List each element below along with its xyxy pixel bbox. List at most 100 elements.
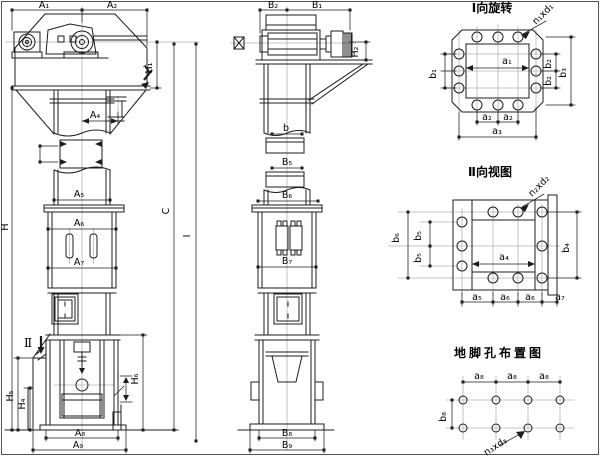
flange-outline (451, 29, 544, 113)
view-ii: Ⅱ向视图 n₂xd₂ a₄ b₆ b₅ b₅ b₄ a₅ a₆ a₆ a₇ (388, 164, 582, 307)
anchor-ticks-arrows (450, 380, 562, 439)
dim-label-a4: a₄ (499, 252, 509, 263)
dim-label-h5: H₅ (5, 390, 16, 401)
view-i-title: Ⅰ向旋转 (472, 0, 512, 15)
dim-label-a9-cap: A₉ (73, 440, 83, 451)
dim-label-a5: a₅ (472, 292, 482, 303)
dim-label-b5-cap: B₅ (282, 157, 293, 168)
front-dimension-ticks (10, 8, 198, 452)
anchor-hole (555, 423, 565, 433)
dim-label-b8-cap: B₈ (282, 428, 293, 439)
bolt-hole (487, 206, 499, 218)
front-view: Ⅰ Ⅱ A₁ A₂ A₄ A₅ A₆ A₇ A₈ A₉ H H₁ H₅ H₄ H… (0, 0, 199, 454)
dim-label-a2: a₂ (503, 112, 513, 123)
anchor-holes (458, 395, 565, 433)
bolt-note-n1xd1: n₁xd₁ (530, 1, 556, 27)
dim-label-a6-cap: A₆ (74, 218, 84, 229)
dim-label-i: I (182, 235, 193, 238)
anchor-hole (491, 423, 501, 433)
drive-pulley-circle (79, 39, 85, 45)
view-ii-marker-label: Ⅱ (24, 336, 32, 350)
side-casing-linework (251, 63, 323, 336)
side-dimension-lines (249, 9, 371, 454)
motor-shaft-circle (22, 37, 32, 47)
bolt-hole (471, 31, 483, 43)
dim-label-h2: H₂ (350, 46, 361, 57)
dim-label-a8: a₈ (539, 371, 549, 382)
dim-label-h: H (0, 223, 11, 230)
view-i-rotated: Ⅰ向旋转 n₁xd₁ a₁ b₁ b₂ b₂ b₃ a₂ a₂ a₃ (428, 0, 576, 141)
boot-linework (4, 333, 179, 431)
side-centerlines (230, 6, 356, 450)
bolt-hole (536, 206, 548, 218)
anchor-view-title: 地脚孔布置图 (454, 345, 544, 360)
view-ii-bolt-holes (456, 206, 548, 284)
view-ii-outline (452, 194, 558, 296)
view-i-arrowhead (141, 82, 149, 89)
side-dimension-ticks (248, 8, 368, 452)
dim-label-b5: b₅ (413, 253, 424, 263)
bolt-hole (512, 206, 524, 218)
dim-label-a1-cap: A₁ (39, 0, 49, 11)
drive-pulley-circle (75, 35, 89, 49)
anchor-hole-layout: 地脚孔布置图 a₈ a₈ a₈ b₈ n₃xd₃ (438, 345, 574, 456)
drive-pulley-circle (70, 30, 94, 54)
dim-label-a6: a₆ (525, 292, 535, 303)
front-dimension-arrows (60, 118, 129, 401)
front-centerlines (5, 6, 199, 450)
dim-label-a8-cap: A₈ (75, 428, 85, 439)
dim-label-a3: a₃ (492, 126, 502, 137)
view-ii-dimension-lines (407, 193, 582, 307)
bolt-hole (536, 272, 548, 284)
bolt-hole (536, 240, 548, 252)
dim-label-b7-cap: B₇ (282, 256, 293, 267)
view-ii-title: Ⅱ向视图 (468, 164, 512, 179)
dim-label-b1-cap: B₁ (312, 0, 323, 11)
dim-label-a1: a₁ (502, 56, 512, 67)
anchor-hole (491, 395, 501, 405)
dim-label-b2-cap: B₂ (268, 0, 279, 11)
dim-label-a8: a₈ (474, 371, 484, 382)
dim-label-a7-cap: A₇ (74, 257, 84, 268)
anchor-hole (555, 395, 565, 405)
dim-label-h1: H₁ (144, 62, 155, 73)
dim-label-b6: b₆ (391, 233, 402, 243)
side-view: B₂ B₁ b B₅ B₆ B₇ B₈ B₉ H₂ (230, 0, 373, 454)
anchor-hole (458, 423, 468, 433)
dim-label-b6-cap: B₆ (282, 190, 293, 201)
dim-label-a2: a₂ (482, 112, 492, 123)
dim-label-a8: a₈ (507, 371, 517, 382)
overall-height-dims: C I (161, 207, 193, 237)
anchor-hole (458, 395, 468, 405)
slot (89, 233, 98, 259)
dim-label-h4: H₄ (17, 398, 28, 409)
dim-label-b8: b₈ (438, 412, 449, 422)
bolt-hole (492, 31, 504, 43)
dim-label-b3: b₃ (558, 68, 569, 78)
boot-pulley-circle (75, 378, 89, 392)
dim-label-a6: a₆ (500, 292, 510, 303)
dim-label-b9-cap: B₉ (282, 440, 293, 451)
anchor-dimension-lines (451, 381, 561, 446)
front-dimension-lines (11, 9, 197, 454)
bolt-hole (456, 240, 468, 252)
casing-linework (43, 89, 125, 336)
anchor-hole (523, 395, 533, 405)
anchor-centerlines (446, 376, 574, 440)
view-ii-ticks-arrows (406, 204, 579, 304)
dim-label-c: C (161, 207, 172, 214)
dim-label-h6: H₆ (130, 373, 141, 384)
bolt-hole (487, 272, 499, 284)
slot (65, 233, 74, 259)
dim-label-a4-cap: A₄ (90, 110, 100, 121)
dim-label-b2: b₂ (543, 76, 554, 86)
bolt-hole (512, 31, 524, 43)
dim-label-b: b (283, 123, 289, 134)
side-head-linework (233, 14, 373, 105)
anchor-hole (523, 423, 533, 433)
view-ii-arrowhead (37, 347, 45, 354)
motor-shaft-circle (18, 33, 36, 51)
dim-label-b4: b₄ (561, 243, 572, 253)
